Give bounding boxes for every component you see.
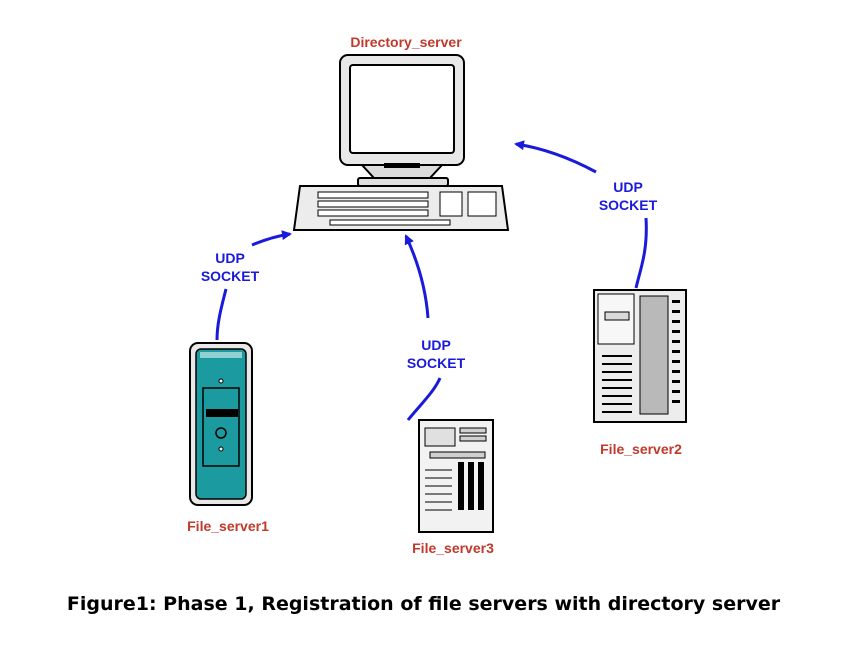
connection-label-server3: UDP SOCKET: [407, 336, 465, 372]
directory-server-computer-icon: [292, 54, 510, 231]
arrow-file-server1-to-directory-head: [251, 230, 292, 247]
file-server3-icon: [418, 419, 494, 533]
connection-label-server2: UDP SOCKET: [599, 178, 657, 214]
connection-label-line2: SOCKET: [200, 268, 260, 284]
figure-caption: Figure1: Phase 1, Registration of file s…: [66, 593, 781, 615]
file-server3-label: File_server3: [412, 540, 494, 556]
file-server1-icon: [189, 342, 253, 506]
connection-label-line2: SOCKET: [406, 355, 466, 371]
file-server2-icon: [593, 289, 687, 423]
connection-label-line1: UDP: [215, 250, 245, 266]
arrow-file-server3-to-directory-head: [404, 234, 430, 319]
file-server2-label: File_server2: [600, 441, 682, 457]
arrow-file-server3-to-directory: [406, 377, 442, 421]
arrow-file-server1-to-directory: [215, 288, 228, 341]
connection-label-server1: UDP SOCKET: [201, 249, 259, 285]
directory-server-label: Directory_server: [350, 34, 462, 50]
arrow-file-server2-to-directory-head: [514, 140, 597, 174]
file-server1-label: File_server1: [187, 518, 269, 534]
arrow-file-server2-to-directory: [634, 217, 648, 289]
connection-label-line1: UDP: [421, 337, 451, 353]
connection-label-line2: SOCKET: [598, 197, 658, 213]
connection-label-line1: UDP: [613, 179, 643, 195]
